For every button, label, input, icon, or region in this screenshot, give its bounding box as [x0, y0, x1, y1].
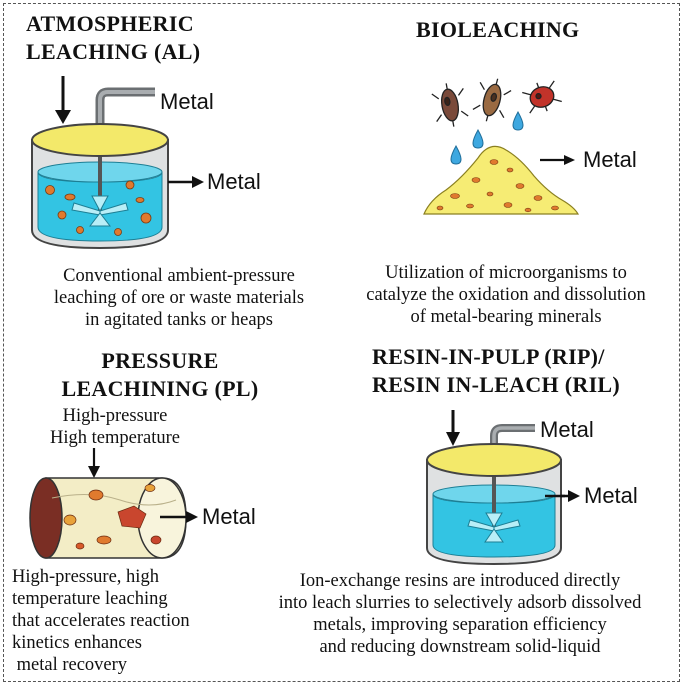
rip-impeller	[467, 512, 521, 543]
rip-metal-top-label: Metal	[540, 417, 594, 442]
al-tank-lid	[31, 123, 169, 157]
pl-metal-label: Metal	[202, 504, 256, 529]
bio-ore-particles	[436, 159, 559, 213]
al-impeller	[71, 195, 129, 227]
pl-ore-particles	[63, 484, 162, 550]
al-title: ATMOSPHERIC LEACHING (AL)	[26, 11, 201, 64]
pl-conditions: High-pressure High temperature	[50, 406, 180, 448]
al-input-arrow	[55, 76, 71, 124]
pl-description: High-pressure, high temperature leaching…	[12, 567, 190, 675]
pl-input-arrow	[88, 448, 100, 478]
water-droplet-icon	[450, 110, 524, 165]
al-description: Conventional ambient-pressure leaching o…	[53, 266, 305, 330]
rip-title: RESIN-IN-PULP (RIP)/ RESIN IN-LEACH (RIL…	[372, 344, 621, 397]
bio-title: BIOLEACHING	[416, 17, 580, 42]
rip-input-arrow	[446, 410, 460, 446]
al-metal-top-label: Metal	[160, 89, 214, 114]
rip-output-arrow	[545, 490, 580, 502]
al-ore-particles	[45, 180, 152, 236]
bio-output-arrow	[540, 155, 575, 165]
diagram-frame	[3, 3, 680, 682]
bio-description: Utilization of microorganisms to catalyz…	[366, 263, 646, 327]
pl-output-arrow	[160, 511, 198, 523]
bacteria-icon	[431, 78, 562, 127]
al-output-arrow	[168, 176, 204, 188]
rip-description: Ion-exchange resins are introduced direc…	[278, 571, 642, 657]
rip-tank-lid	[426, 443, 562, 477]
al-metal-side-label: Metal	[207, 169, 261, 194]
rip-metal-side-label: Metal	[584, 483, 638, 508]
pl-title: PRESSURE LEACHINING (PL)	[61, 348, 259, 401]
bio-metal-label: Metal	[583, 147, 637, 172]
